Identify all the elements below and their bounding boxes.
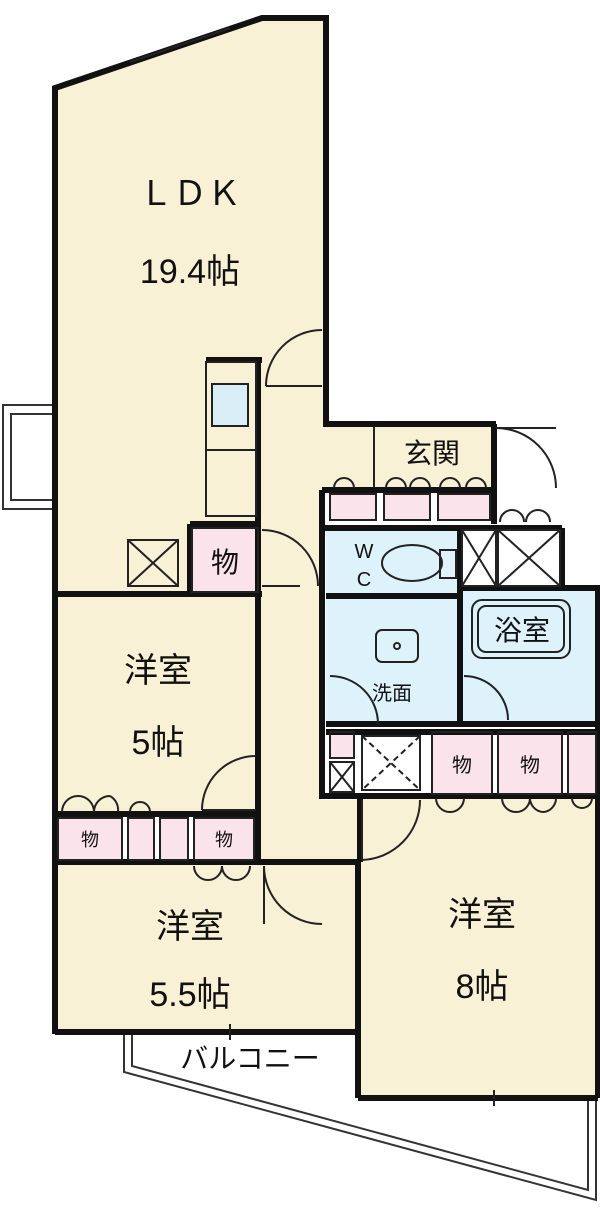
- closet-box-3: [159, 817, 189, 861]
- western-5-size: 5帖: [132, 724, 185, 762]
- cross-box-2: [497, 529, 561, 587]
- w55-door-swing: [263, 865, 323, 925]
- hall-storage-box: [329, 731, 355, 759]
- closet-row-left-label: 物: [81, 830, 99, 850]
- cross-box-1-b: [461, 529, 497, 587]
- wash-basin-drain: [393, 642, 401, 650]
- shoe-box-3: [437, 493, 491, 521]
- room-fills: [55, 18, 598, 1098]
- east-closet-c-floor: [568, 732, 596, 794]
- wash-basin: [375, 629, 419, 663]
- closet-box-4: [193, 817, 255, 861]
- bathtub-inner: [477, 605, 565, 653]
- balcony-name: バルコニー: [180, 1043, 319, 1074]
- balcony-outline: [123, 1034, 597, 1202]
- wash-stove-x2: [361, 735, 421, 791]
- western-55-size: 5.5帖: [149, 976, 230, 1014]
- ldk-stove-box: [127, 539, 179, 587]
- ldk-storage: [191, 527, 259, 593]
- bathtub: [471, 599, 571, 659]
- hallway-floor: [258, 390, 372, 862]
- wash-stove-x1: [361, 735, 421, 791]
- wc-floor: [326, 528, 460, 596]
- east-closet-b: [497, 731, 563, 795]
- wash-door-swing: [329, 675, 379, 725]
- w5-closet-doors: [61, 795, 120, 813]
- closet-box-1: [57, 817, 123, 861]
- w5-closet-doors-2: [129, 801, 151, 813]
- east-closet-b-label: 物: [520, 754, 540, 777]
- w8-door-swing: [361, 799, 421, 861]
- western-5-floor: [55, 594, 258, 814]
- ldk-name: ＬＤＫ: [139, 175, 241, 213]
- wash-stove-box: [361, 735, 421, 791]
- entrance-shoe-storage-2: [384, 494, 430, 520]
- shoe-box-2: [383, 493, 431, 521]
- w5-door-swing: [201, 755, 257, 811]
- washroom-name: 洗面: [372, 682, 412, 705]
- bath-name: 浴室: [494, 615, 550, 646]
- east-closet-a: [431, 731, 493, 795]
- closet-row-2: [128, 818, 154, 860]
- closet-row-4: [194, 818, 254, 860]
- east-closet-a-floor: [432, 732, 492, 794]
- cross-box-1: [461, 529, 497, 587]
- hall-storage-small: [330, 732, 354, 758]
- western-8-floor: [360, 796, 598, 1098]
- bay-window-inner: [10, 413, 56, 501]
- entrance-shoe-storage-3: [438, 494, 490, 520]
- ldk-storage-floor: [192, 528, 258, 592]
- wc-label-c: C: [357, 569, 371, 591]
- wall-wet-outer: [319, 490, 596, 799]
- storage-fills: [58, 494, 596, 860]
- kitchen-counter: [205, 361, 257, 517]
- hall-cross-box: [329, 761, 355, 793]
- front-door-swing: [495, 427, 557, 489]
- entrance-name: 玄関: [404, 438, 460, 469]
- kitchen-counter-inner: [211, 383, 249, 427]
- w8-closet-doors: [435, 797, 593, 813]
- washroom-floor: [326, 596, 460, 724]
- western-8-size: 8帖: [456, 968, 509, 1006]
- bath-floor: [460, 588, 598, 724]
- entrance-shoe-storage-1: [330, 494, 376, 520]
- toilet-tank: [439, 549, 457, 579]
- toilet-bowl: [381, 544, 443, 582]
- labels: ＬＤＫ 19.4帖 洋室 5帖 洋室 5.5帖 洋室 8帖 玄関 浴室 W C …: [81, 175, 550, 1074]
- closet-row-right-label: 物: [215, 830, 233, 850]
- wc-door-swing: [261, 529, 319, 587]
- western-55-name: 洋室: [156, 908, 224, 946]
- w55-closet-doors: [193, 865, 251, 881]
- bath-door-swing: [463, 675, 509, 721]
- entrance-shoe-doors: [333, 477, 551, 523]
- ldk-floor: [55, 18, 494, 594]
- partitions: [57, 27, 597, 1106]
- western-8-name: 洋室: [448, 896, 516, 934]
- wc-label-w: W: [355, 541, 374, 563]
- closet-row-1: [58, 818, 122, 860]
- ldk-size: 19.4帖: [140, 253, 240, 291]
- wall-ldk-north: [52, 15, 372, 596]
- hall-cross-b: [329, 761, 355, 793]
- shoe-box-1: [329, 493, 377, 521]
- balcony-inner: [131, 1034, 589, 1192]
- cross-box-2-b: [497, 529, 561, 587]
- western-55-floor: [55, 862, 358, 1032]
- ldk-storage-label: 物: [211, 547, 239, 578]
- east-closet-a-label: 物: [452, 754, 472, 777]
- east-closet-c: [567, 731, 597, 795]
- western-5-name: 洋室: [124, 652, 192, 690]
- closet-row-3: [160, 818, 188, 860]
- window-ldk: [129, 27, 231, 63]
- closet-box-2: [127, 817, 155, 861]
- ldk-door-swing: [265, 329, 323, 387]
- east-closet-b-floor: [498, 732, 562, 794]
- ldk-stove-x2: [127, 539, 179, 587]
